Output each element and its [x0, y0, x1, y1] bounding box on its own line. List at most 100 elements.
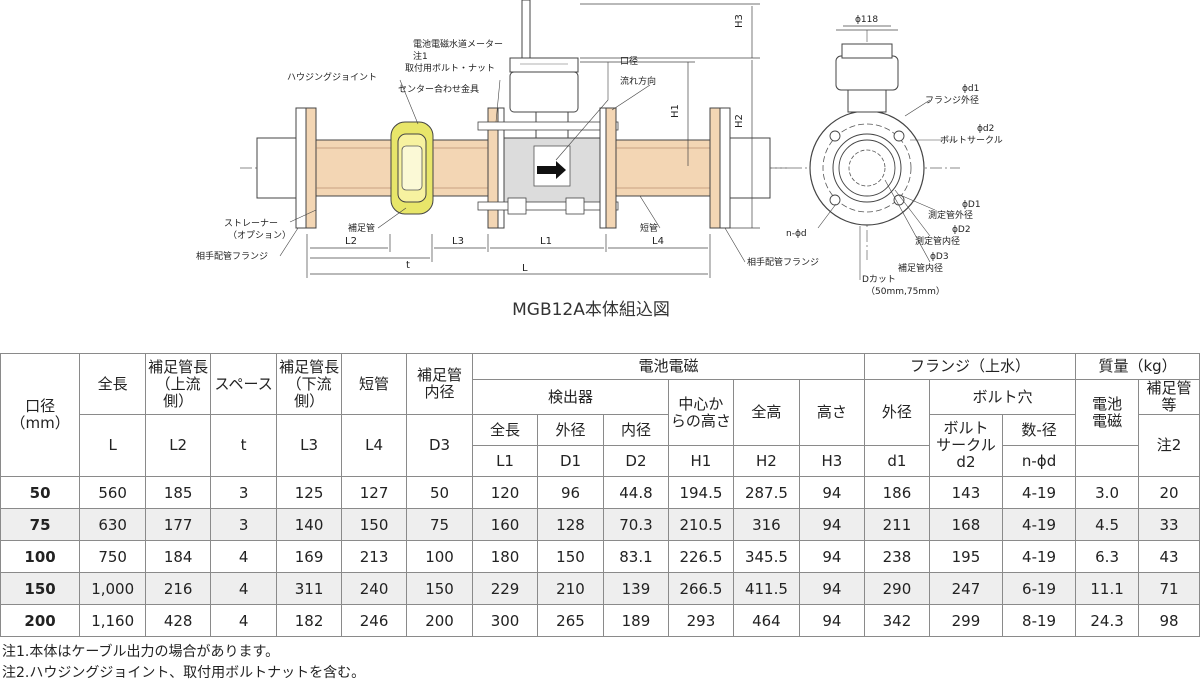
table-cell: 44.8: [602, 476, 669, 509]
label-flange-od: フランジ外径: [925, 94, 979, 106]
dim-L1: L1: [540, 236, 552, 247]
th-sym-H2: H2: [732, 445, 800, 477]
table-cell: 125: [276, 476, 343, 509]
table-cell: 246: [341, 604, 408, 637]
label-center-fitting: センター合わせ金具: [398, 83, 479, 95]
table-cell: 3: [210, 508, 278, 541]
th-aux-down: 補足管長（下流側）: [276, 353, 343, 415]
label-short-pipe: 短管: [640, 222, 658, 234]
aux-pipe-right: [432, 139, 489, 197]
table-cell: 428: [145, 604, 212, 637]
th-height: 高さ: [798, 379, 865, 446]
strainer-flange: [305, 107, 317, 229]
table-cell: 4.5: [1075, 508, 1140, 541]
dim-H2: H2: [734, 114, 745, 128]
dim-H3: H3: [734, 14, 745, 28]
table-cell: 226.5: [667, 540, 734, 573]
th-det-len: 全長: [472, 414, 538, 446]
th-sym-L: L: [79, 414, 147, 477]
table-cell: 299: [928, 604, 1004, 637]
table-cell: 120: [472, 476, 538, 509]
table-cell: 750: [79, 540, 147, 573]
table-cell: 6-19: [1001, 572, 1077, 605]
th-size: 口径（mm）: [0, 353, 81, 477]
th-det-id: 内径: [602, 414, 669, 446]
table-cell: 33: [1138, 508, 1200, 541]
th-space: スペース: [210, 353, 278, 415]
table-cell: 210.5: [667, 508, 734, 541]
table-cell: 4: [210, 604, 278, 637]
table-cell: 287.5: [732, 476, 800, 509]
table-cell: 216: [145, 572, 212, 605]
drawing-caption: MGB12A本体組込図: [512, 300, 670, 320]
table-cell: 411.5: [732, 572, 800, 605]
table-cell-size: 50: [0, 476, 81, 509]
table-cell: 300: [472, 604, 538, 637]
th-det-od: 外径: [537, 414, 604, 446]
table-cell: 3.0: [1075, 476, 1140, 509]
spec-table: 口径（mm） 全長 補足管長（上流側） スペース 補足管長（下流側） 短管 補足…: [0, 353, 1200, 637]
label-bolt-circle: ボルトサークル: [940, 135, 1003, 146]
table-cell: 71: [1138, 572, 1200, 605]
label-aux-pipe: 補足管: [348, 222, 375, 234]
end-view: [770, 29, 960, 260]
th-short: 短管: [341, 353, 408, 415]
table-cell: 127: [341, 476, 408, 509]
table-cell: 128: [537, 508, 604, 541]
table-cell: 83.1: [602, 540, 669, 573]
table-cell: 345.5: [732, 540, 800, 573]
table-cell: 229: [472, 572, 538, 605]
table-cell: 100: [406, 540, 474, 573]
table-cell: 70.3: [602, 508, 669, 541]
table-cell-size: 200: [0, 604, 81, 637]
notes: 注1.本体はケーブル出力の場合があります。 注2.ハウジングジョイント、取付用ボ…: [2, 642, 365, 684]
th-sym-H3: H3: [798, 445, 865, 477]
table-cell: 189: [602, 604, 669, 637]
table-cell: 266.5: [667, 572, 734, 605]
table-cell: 560: [79, 476, 147, 509]
table-cell: 630: [79, 508, 147, 541]
table-cell: 238: [863, 540, 930, 573]
dim-L2: L2: [345, 236, 357, 247]
table-cell: 94: [798, 508, 865, 541]
table-cell: 177: [145, 508, 212, 541]
table-cell: 3: [210, 476, 278, 509]
th-sym-t: t: [210, 414, 278, 477]
th-sym-d1: d1: [863, 445, 930, 477]
th-total-height: 全高: [732, 379, 800, 446]
table-cell: 182: [276, 604, 343, 637]
table-cell: 94: [798, 540, 865, 573]
label-mating-flange-left: 相手配管フランジ: [196, 250, 268, 262]
table-cell: 194.5: [667, 476, 734, 509]
label-bore: 口径: [620, 55, 638, 67]
table-cell: 4: [210, 540, 278, 573]
table-cell: 180: [472, 540, 538, 573]
table-cell: 1,160: [79, 604, 147, 637]
table-cell-size: 150: [0, 572, 81, 605]
table-cell: 4-19: [1001, 476, 1077, 509]
table-cell: 96: [537, 476, 604, 509]
table-cell: 98: [1138, 604, 1200, 637]
table-cell: 195: [928, 540, 1004, 573]
label-strainer: ストレーナー: [224, 218, 278, 229]
label-bolt-nut: 取付用ボルト・ナット: [405, 63, 495, 74]
table-cell: 342: [863, 604, 930, 637]
table-cell: 4-19: [1001, 508, 1077, 541]
table-cell: 8-19: [1001, 604, 1077, 637]
th-sym-D3: D3: [406, 414, 474, 477]
table-cell: 213: [341, 540, 408, 573]
th-mass-aux: 補足管等: [1138, 379, 1200, 415]
left-mating-pipe: [256, 107, 307, 229]
dim-t: t: [406, 260, 410, 271]
table-cell: 24.3: [1075, 604, 1140, 637]
table-cell: 1,000: [79, 572, 147, 605]
dim-L3: L3: [452, 236, 464, 247]
table-cell: 94: [798, 604, 865, 637]
label-phi-d2: ϕd2: [977, 124, 994, 134]
table-cell: 210: [537, 572, 604, 605]
table-cell: 43: [1138, 540, 1200, 573]
table-cell: 184: [145, 540, 212, 573]
th-mass-battery: 電池電磁: [1075, 379, 1140, 446]
